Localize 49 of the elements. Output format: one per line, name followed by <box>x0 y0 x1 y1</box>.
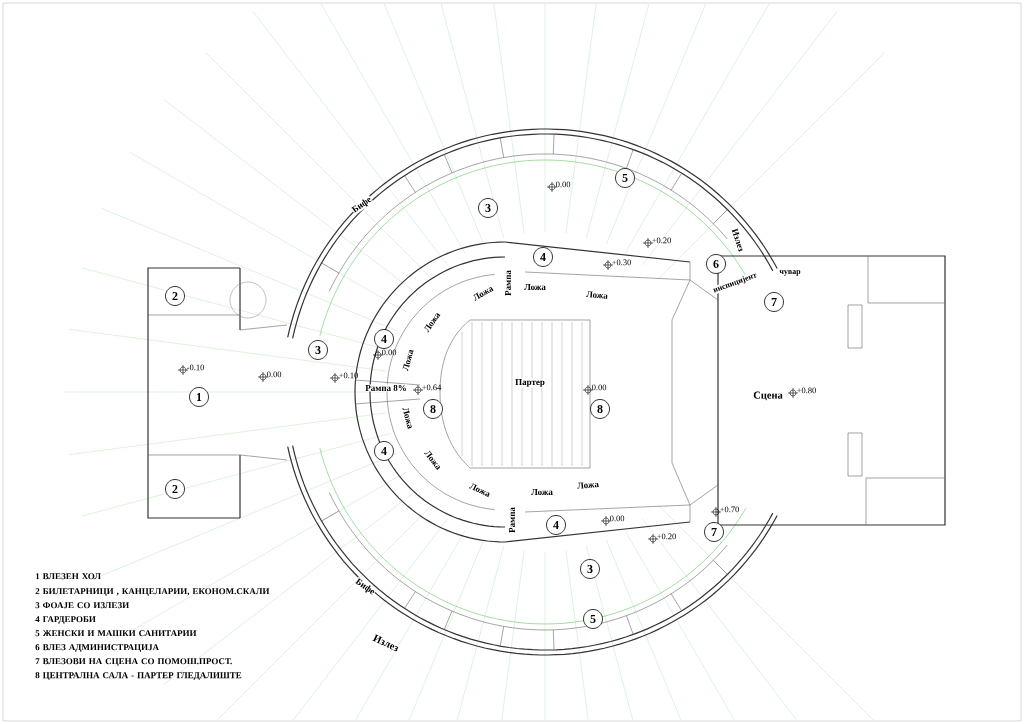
room-label: Ложа <box>523 283 547 291</box>
room-label: Сцена <box>752 391 784 401</box>
elevation-label: 0.00 <box>556 181 571 188</box>
legend-item: 2 БИЛЕТАРНИЦИ , КАНЦЕЛАРИИ, ЕКОНОМ.СКАЛИ <box>35 588 270 597</box>
elevation-label: +0.20 <box>657 533 676 540</box>
room-number: 5 <box>615 168 635 188</box>
room-label: Излез <box>371 633 401 653</box>
elevation-label: 0.00 <box>382 349 397 356</box>
room-label: Ложа <box>401 348 415 372</box>
room-label: Ложа <box>585 290 609 300</box>
legend-item: 3 ФОАЈЕ СО ИЗЛЕЗИ <box>35 602 130 609</box>
legend-item: 1 ВЛЕЗЕН ХОЛ <box>35 573 101 580</box>
legend-item: 5 ЖЕНСКИ И МАШКИ САНИТАРИИ <box>35 630 197 637</box>
elevation-label: +0.30 <box>612 259 631 266</box>
room-number: 4 <box>533 247 553 267</box>
room-label: Излез <box>730 227 746 253</box>
room-number: 2 <box>165 286 185 306</box>
room-number: 3 <box>580 559 600 579</box>
legend-item: 8 ЦЕНТРАЛНА САЛА - ПАРТЕР ГЛЕДАЛИШТЕ <box>35 672 242 681</box>
elevation-label: +0.20 <box>652 237 671 244</box>
room-number: 4 <box>374 329 394 349</box>
room-label: Ложа <box>576 480 600 490</box>
legend-item: 4 ГАРДЕРОБИ <box>35 616 96 625</box>
room-number: 8 <box>590 399 610 419</box>
room-label: Ложа <box>401 406 415 430</box>
room-number: 5 <box>583 609 603 629</box>
room-label: Рампа <box>508 506 516 534</box>
room-label: Ложа <box>530 488 554 496</box>
room-number: 3 <box>478 198 498 218</box>
legend-item: 6 ВЛЕЗ АДМИНИСТРАЦИЈА <box>35 644 159 653</box>
room-number: 7 <box>704 522 724 542</box>
room-number: 2 <box>165 479 185 499</box>
room-label: Партер <box>514 378 546 388</box>
elevation-label: +0.80 <box>797 387 816 394</box>
room-label: Ложа <box>471 284 495 302</box>
room-label: Рампа 8% <box>364 384 408 392</box>
elevation-label: 0.00 <box>610 515 625 522</box>
legend-item: 7 ВЛЕЗОВИ НА СЦЕНА СО ПОМОШ.ПРОСТ. <box>35 658 232 667</box>
elevation-label: +0.70 <box>720 506 739 513</box>
room-number: 4 <box>546 515 566 535</box>
room-number: 4 <box>374 441 394 461</box>
room-number: 3 <box>308 340 328 360</box>
room-number: 6 <box>706 254 726 274</box>
room-number: 7 <box>764 292 784 312</box>
elevation-label: +0.10 <box>339 372 358 379</box>
room-label: Бифе <box>350 194 374 216</box>
room-label: Ложа <box>468 482 492 498</box>
room-number: 8 <box>423 399 443 419</box>
room-number: 1 <box>189 387 209 407</box>
